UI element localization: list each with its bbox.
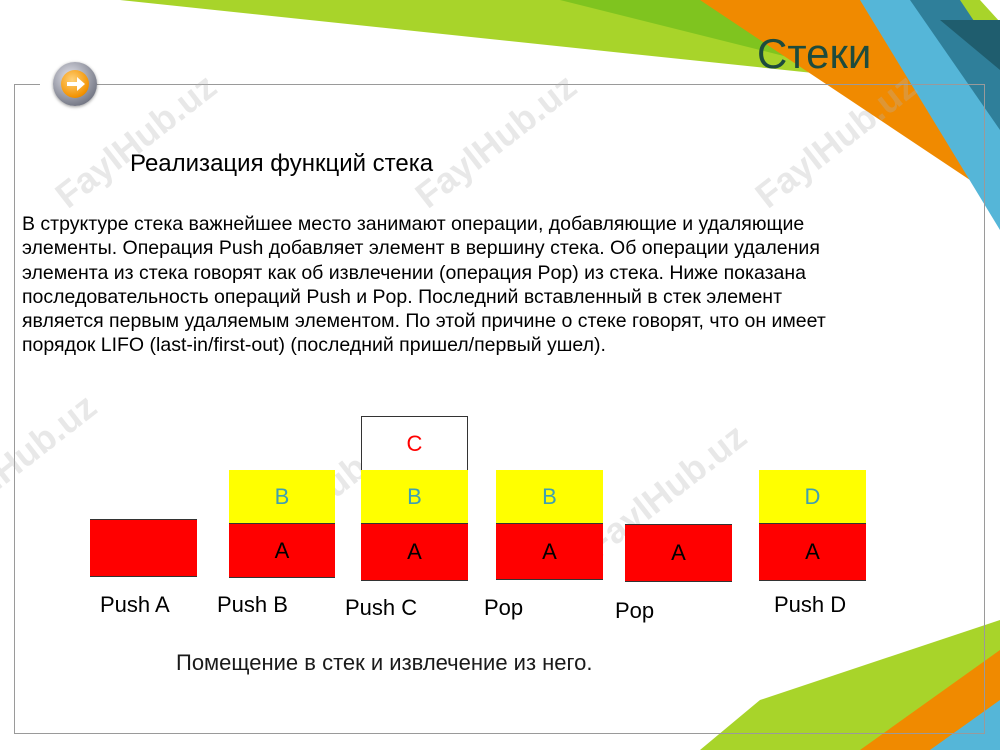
stack-1-empty-slot bbox=[90, 519, 197, 577]
description-paragraph: В структуре стека важнейшее место занима… bbox=[22, 212, 972, 358]
section-subtitle: Реализация функций стека bbox=[130, 150, 434, 177]
stack-4-item-b: B bbox=[496, 470, 603, 524]
stack-3-item-b: B bbox=[361, 470, 468, 524]
diagram-caption: Помещение в стек и извлечение из него. bbox=[176, 650, 593, 675]
arrow-right-icon bbox=[67, 77, 85, 91]
stack-2-item-b: B bbox=[229, 470, 335, 524]
operation-label-4: Pop bbox=[484, 595, 524, 620]
stack-6-item-d: D bbox=[759, 470, 866, 524]
paragraph-line: порядок LIFO (last-in/first-out) (послед… bbox=[22, 334, 606, 357]
operation-label-5: Pop bbox=[615, 598, 655, 623]
slide-title: Стеки bbox=[757, 30, 872, 77]
stack-5-item-a: A bbox=[625, 524, 732, 582]
paragraph-line: В структуре стека важнейшее место занима… bbox=[22, 213, 805, 235]
stack-2-item-a: A bbox=[229, 523, 335, 578]
paragraph-line: является первым удаляемым элементом. По … bbox=[22, 310, 826, 333]
stack-4-item-a: A bbox=[496, 523, 603, 580]
stack-3-item-a: A bbox=[361, 523, 468, 581]
paragraph-line: элементы. Операция Push добавляет элемен… bbox=[22, 237, 820, 260]
operation-label-3: Push C bbox=[345, 595, 418, 620]
operation-label-6: Push D bbox=[774, 592, 847, 617]
stack-3-item-c: C bbox=[361, 416, 468, 471]
stack-6-item-a: A bbox=[759, 523, 866, 581]
next-slide-button[interactable] bbox=[53, 62, 97, 106]
content-frame bbox=[14, 84, 985, 734]
paragraph-line: последовательность операций Push и Pop. … bbox=[22, 285, 782, 308]
paragraph-line: элемента из стека говорят как об извлече… bbox=[22, 261, 806, 284]
operation-label-1: Push A bbox=[100, 592, 170, 617]
operation-label-2: Push B bbox=[217, 592, 288, 617]
